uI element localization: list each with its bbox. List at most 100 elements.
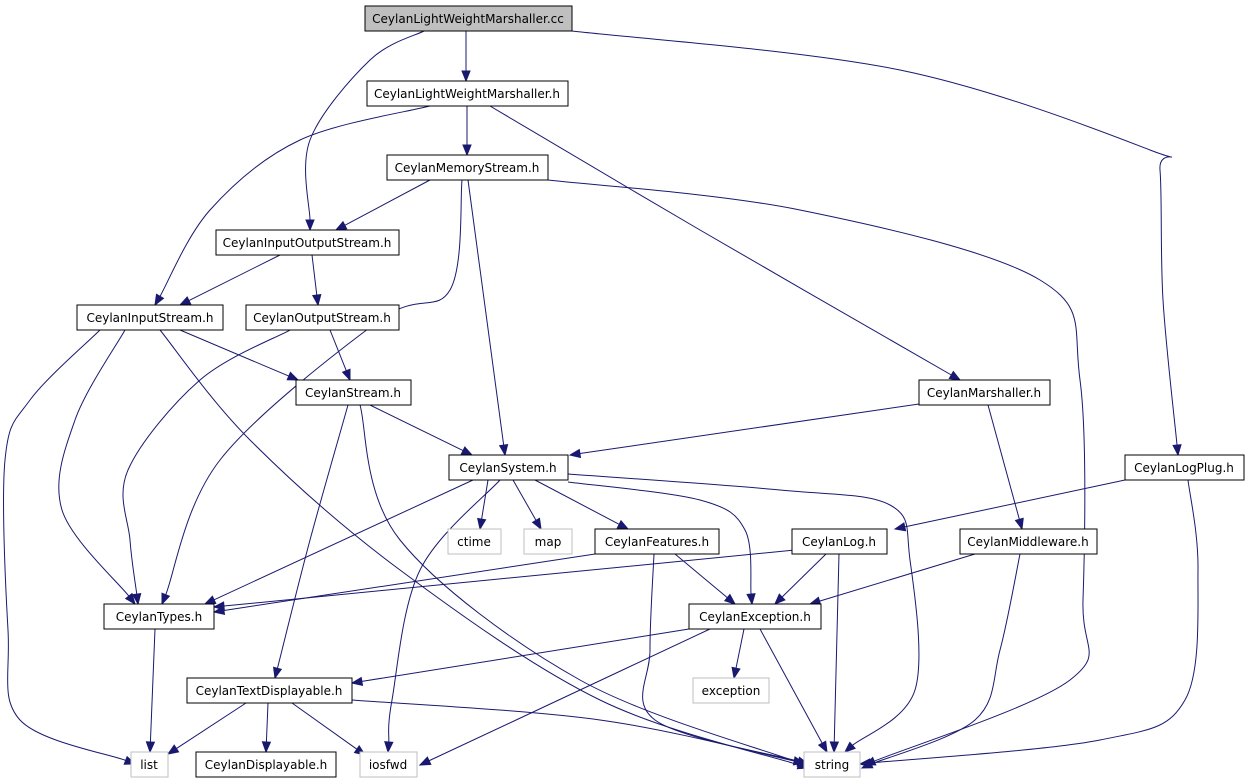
arrowhead-41: [350, 676, 364, 687]
svg-text:CeylanMiddleware.h: CeylanMiddleware.h: [967, 535, 1088, 549]
node-ceylan-features-h[interactable]: CeylanFeatures.h: [594, 528, 720, 555]
arrowhead-44: [418, 756, 432, 766]
node-ceylan-types-h[interactable]: CeylanTypes.h: [103, 603, 215, 630]
svg-text:CeylanMarshaller.h: CeylanMarshaller.h: [927, 386, 1041, 400]
dependency-edge-43: [759, 628, 823, 744]
arrowhead-22: [568, 448, 582, 459]
svg-text:CeylanTextDisplayable.h: CeylanTextDisplayable.h: [196, 684, 343, 698]
dependency-edge-15: [3, 329, 126, 761]
arrowhead-42: [731, 666, 741, 680]
svg-text:CeylanSystem.h: CeylanSystem.h: [459, 461, 556, 475]
node-map[interactable]: map: [523, 528, 573, 555]
arrowhead-2: [461, 70, 471, 83]
node-ceylan-middleware-h[interactable]: CeylanMiddleware.h: [959, 528, 1098, 555]
dependency-edge-10: [547, 179, 1090, 762]
svg-text:string: string: [815, 758, 849, 772]
node-ceylan-log-plug-h[interactable]: CeylanLogPlug.h: [1124, 454, 1245, 481]
arrowhead-4: [462, 144, 472, 157]
node-ceylan-marshaller-h[interactable]: CeylanMarshaller.h: [918, 379, 1051, 406]
dependency-edge-17: [122, 329, 291, 595]
svg-text:CeylanInputStream.h: CeylanInputStream.h: [86, 311, 213, 325]
arrowhead-29: [203, 595, 217, 605]
arrowhead-34: [723, 593, 737, 605]
arrowhead-28: [616, 519, 630, 530]
dependency-edge-41: [361, 628, 690, 682]
arrowhead-8: [498, 444, 509, 457]
dependency-edge-45: [149, 628, 156, 743]
dependency-edge-48: [291, 702, 358, 750]
node-exception[interactable]: exception: [692, 677, 770, 704]
node-ctime[interactable]: ctime: [447, 528, 502, 555]
dependency-edge-24: [904, 479, 1126, 528]
dependency-edges: [3, 30, 1199, 770]
arrowhead-5: [154, 293, 165, 307]
arrowhead-12: [312, 294, 322, 307]
node-ceylan-log-h[interactable]: CeylanLog.h: [791, 528, 888, 555]
dependency-edge-23: [987, 404, 1020, 520]
svg-text:map: map: [535, 535, 562, 549]
node-ceylan-stream-h[interactable]: CeylanStream.h: [295, 379, 412, 406]
node-iosfwd[interactable]: iosfwd: [359, 751, 418, 778]
dependency-edge-32: [567, 473, 920, 746]
arrowhead-17: [132, 593, 142, 606]
dependency-edge-46: [176, 702, 247, 749]
svg-text:CeylanLightWeightMarshaller.cc: CeylanLightWeightMarshaller.cc: [372, 12, 564, 26]
node-ceylan-displayable-h[interactable]: CeylanDisplayable.h: [195, 751, 337, 778]
arrowhead-49: [792, 756, 806, 766]
dependency-edge-36: [223, 549, 796, 607]
dependency-edge-20: [276, 404, 349, 669]
dependency-edge-12: [311, 254, 318, 296]
svg-text:CeylanLightWeightMarshaller.h: CeylanLightWeightMarshaller.h: [374, 87, 560, 101]
node-ceylan-text-displayable-h[interactable]: CeylanTextDisplayable.h: [186, 677, 353, 704]
node-ceylan-output-stream-h[interactable]: CeylanOutputStream.h: [245, 304, 400, 331]
arrowhead-3: [1172, 444, 1182, 457]
dependency-edge-39: [819, 553, 976, 602]
arrowhead-19: [460, 446, 474, 456]
dependency-edge-6: [489, 105, 952, 376]
arrowhead-43: [817, 740, 828, 754]
arrowhead-14: [124, 592, 136, 606]
svg-text:CeylanLog.h: CeylanLog.h: [802, 535, 876, 549]
svg-text:CeylanInputOutputStream.h: CeylanInputOutputStream.h: [223, 236, 392, 250]
dependency-edge-38: [833, 553, 840, 743]
node-ceylan-lightweight-marshaller-cc[interactable]: CeylanLightWeightMarshaller.cc: [364, 5, 573, 32]
node-ceylan-input-output-stream-h[interactable]: CeylanInputOutputStream.h: [215, 229, 400, 256]
dependency-edge-19: [369, 404, 464, 452]
dependency-edge-31: [567, 481, 752, 595]
dependency-edge-22: [579, 403, 920, 455]
node-ceylan-lightweight-marshaller-h[interactable]: CeylanLightWeightMarshaller.h: [366, 80, 569, 107]
dependency-edge-13: [179, 329, 289, 377]
dependency-edge-14: [58, 329, 130, 597]
arrowhead-26: [477, 517, 487, 531]
node-ceylan-system-h[interactable]: CeylanSystem.h: [448, 454, 569, 481]
dependency-edge-21: [359, 404, 799, 763]
arrowhead-20: [273, 666, 283, 680]
svg-text:ctime: ctime: [457, 535, 491, 549]
dependency-edge-42: [735, 628, 745, 669]
node-list[interactable]: list: [130, 751, 169, 778]
dependency-edge-7: [344, 179, 431, 226]
svg-text:CeylanLogPlug.h: CeylanLogPlug.h: [1134, 461, 1234, 475]
dependency-edge-40: [871, 553, 1021, 765]
arrowhead-30: [384, 741, 394, 754]
arrowhead-38: [829, 741, 840, 754]
node-string[interactable]: string: [803, 751, 861, 778]
arrowhead-36: [212, 601, 225, 611]
svg-text:exception: exception: [702, 684, 761, 698]
arrowhead-13: [286, 371, 300, 381]
node-ceylan-exception-h[interactable]: CeylanException.h: [688, 603, 822, 630]
dependency-edge-28: [534, 479, 620, 525]
dependency-edge-1: [305, 30, 425, 221]
arrowhead-6: [948, 370, 962, 381]
arrowhead-23: [1014, 517, 1024, 531]
node-ceylan-input-stream-h[interactable]: CeylanInputStream.h: [76, 304, 224, 331]
node-ceylan-memory-stream-h[interactable]: CeylanMemoryStream.h: [386, 154, 549, 181]
arrowhead-11: [178, 296, 192, 306]
arrowhead-46: [166, 744, 180, 755]
arrowhead-18: [341, 368, 351, 382]
svg-text:list: list: [140, 758, 158, 772]
svg-text:iosfwd: iosfwd: [369, 758, 407, 772]
dependency-edge-49: [351, 699, 795, 762]
dependency-edge-8: [467, 179, 505, 446]
